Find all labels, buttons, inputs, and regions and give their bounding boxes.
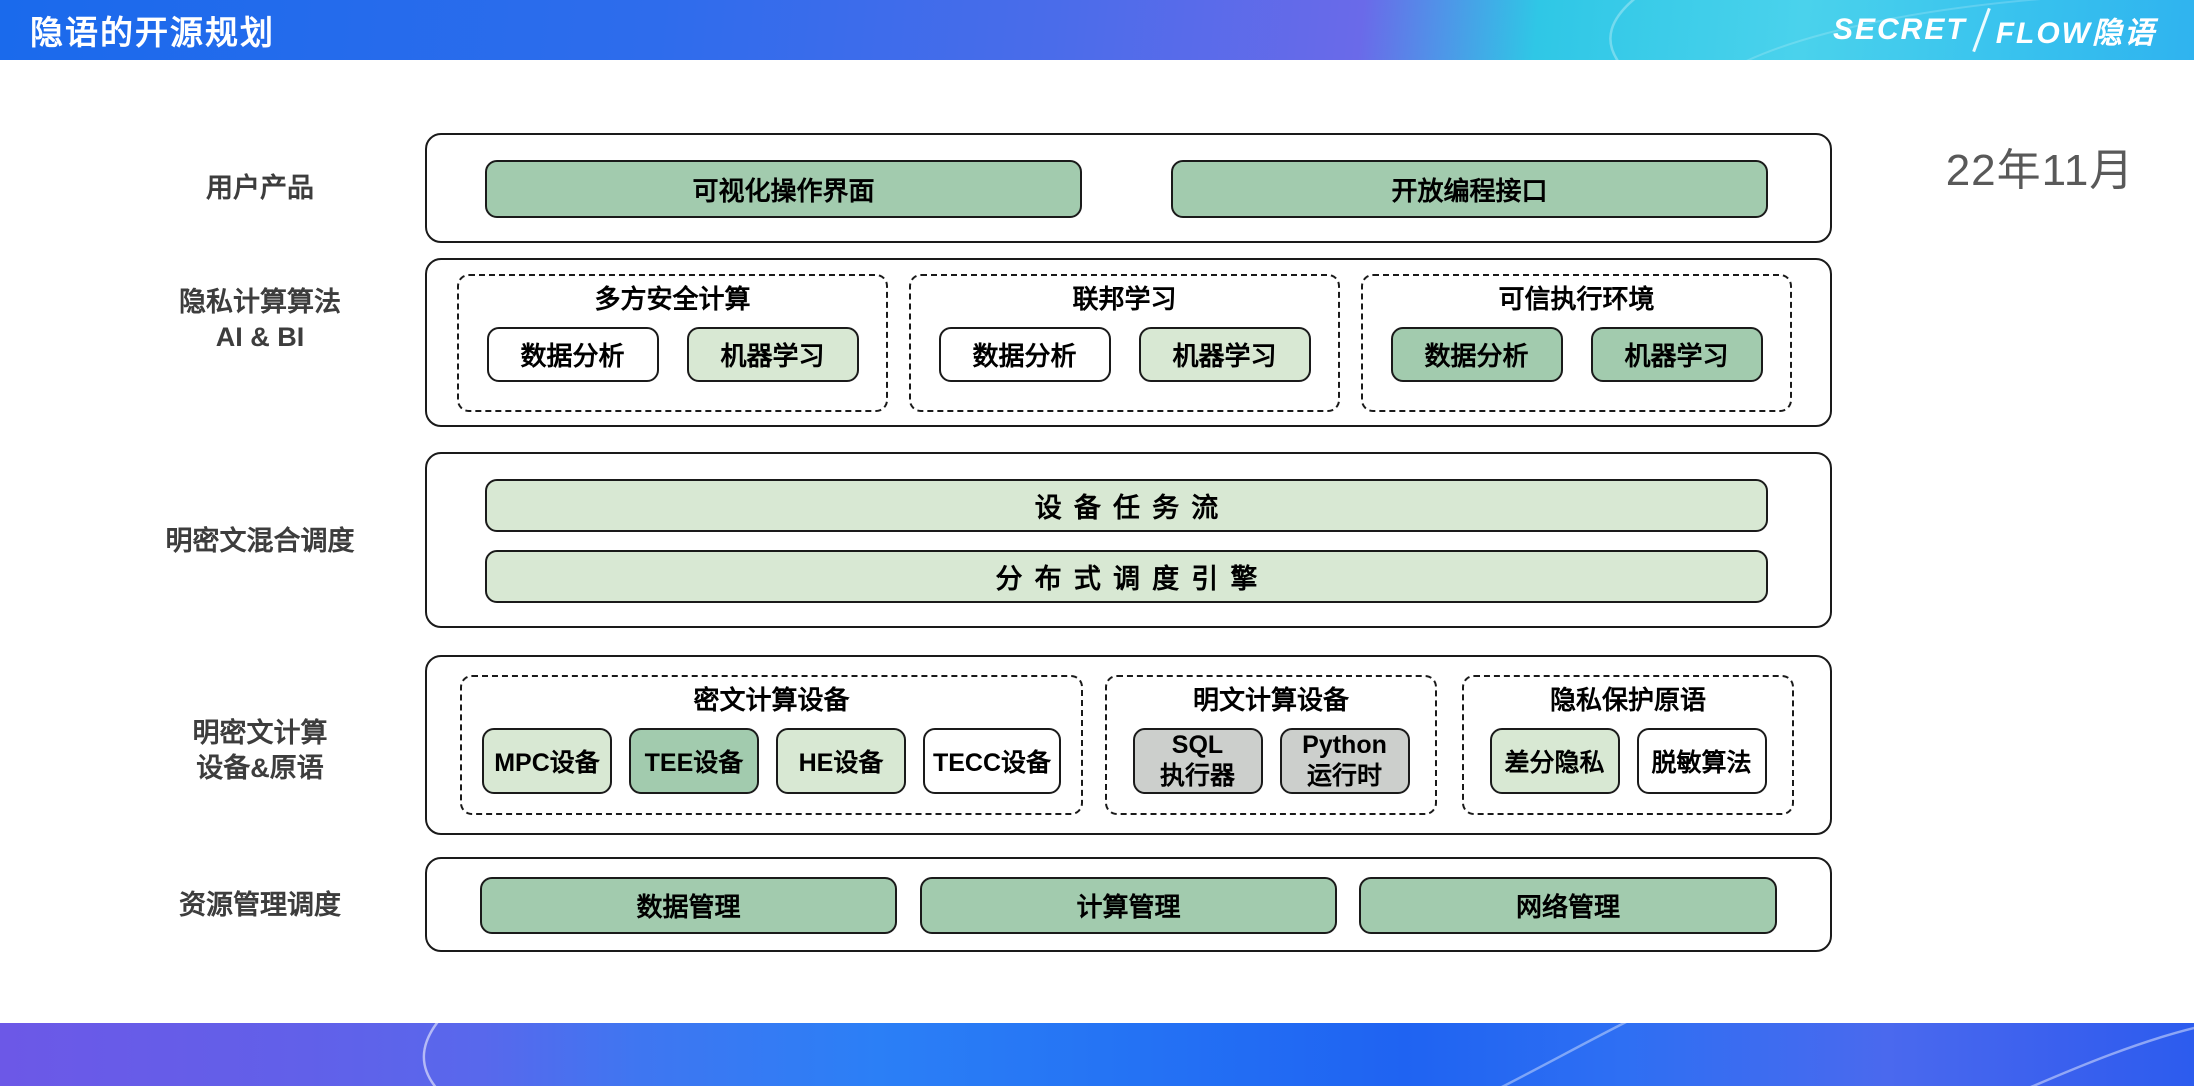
group-federated-learning: 联邦学习 数据分析 机器学习 [909,274,1340,412]
box-compute-management: 计算管理 [920,877,1337,934]
layer-resource-management: 数据管理 计算管理 网络管理 [425,857,1832,952]
bar-distributed-scheduling-engine: 分布式调度引擎 [485,550,1768,603]
box-fl-data-analysis: 数据分析 [938,327,1111,382]
layer-devices-primitives: 密文计算设备 MPC设备 TEE设备 HE设备 TECC设备 明文计算设备 SQ… [425,655,1832,835]
box-mpc-machine-learning: 机器学习 [686,327,859,382]
layer-user-products: 可视化操作界面 开放编程接口 [425,133,1832,243]
box-he-device: HE设备 [775,728,906,794]
layer-mixed-scheduling: 设备任务流 分布式调度引擎 [425,452,1832,628]
group-privacy-primitives: 隐私保护原语 差分隐私 脱敏算法 [1462,675,1794,815]
footer-decorative-curves [422,1023,2194,1086]
box-mpc-data-analysis: 数据分析 [486,327,659,382]
box-label-line: SQL [1171,731,1224,759]
logo-flow-text: FLOW隐语 [1995,17,2156,50]
box-data-management: 数据管理 [480,877,897,934]
box-sql-executor: SQL 执行器 [1132,728,1263,794]
group-title-ciphertext-devices: 密文计算设备 [693,685,850,715]
group-plaintext-devices: 明文计算设备 SQL 执行器 Python 运行时 [1105,675,1437,815]
box-label-line: 执行器 [1159,762,1235,790]
group-buttons: SQL 执行器 Python 运行时 [1132,728,1410,794]
group-title-tee: 可信执行环境 [1498,284,1655,314]
date-label: 22年11月 [1945,146,2135,195]
group-trusted-execution-environment: 可信执行环境 数据分析 机器学习 [1361,274,1792,412]
layer-privacy-algorithms: 多方安全计算 数据分析 机器学习 联邦学习 数据分析 机器学习 可信执行环境 数… [425,258,1832,427]
box-mpc-device: MPC设备 [481,728,612,794]
group-title-fl: 联邦学习 [1072,284,1177,314]
group-buttons: 数据分析 机器学习 [938,327,1311,382]
group-secure-multiparty-computation: 多方安全计算 数据分析 机器学习 [457,274,888,412]
row-label-line: 隐私计算算法 [179,287,341,317]
group-title-plaintext-devices: 明文计算设备 [1192,685,1349,715]
group-title-privacy-primitives: 隐私保护原语 [1549,685,1706,715]
box-open-programming-api: 开放编程接口 [1171,160,1768,218]
box-label-line: Python [1302,731,1387,759]
row-label-user-products: 用户产品 [206,173,314,203]
row-label-resource-management: 资源管理调度 [179,890,341,920]
group-title-mpc: 多方安全计算 [594,284,751,314]
logo-slash-divider [1971,7,1991,53]
header-bar: 隐语的开源规划 SECRET FLOW隐语 [0,0,2194,60]
group-buttons: 数据分析 机器学习 [1390,327,1763,382]
box-network-management: 网络管理 [1359,877,1777,934]
box-desensitization-algorithm: 脱敏算法 [1636,728,1767,794]
box-label-line: 运行时 [1306,762,1382,790]
group-buttons: MPC设备 TEE设备 HE设备 TECC设备 [481,728,1062,794]
row-label-line: 设备&原语 [196,753,324,783]
box-fl-machine-learning: 机器学习 [1138,327,1311,382]
group-buttons: 数据分析 机器学习 [486,327,859,382]
row-label-devices-primitives: 明密文计算 设备&原语 [100,716,420,786]
box-tee-data-analysis: 数据分析 [1390,327,1563,382]
row-label-mixed-scheduling: 明密文混合调度 [165,526,355,556]
bar-device-task-flow: 设备任务流 [485,479,1768,532]
secretflow-logo: SECRET FLOW隐语 [1833,7,2156,53]
box-differential-privacy: 差分隐私 [1489,728,1620,794]
group-buttons: 差分隐私 脱敏算法 [1489,728,1767,794]
box-python-runtime: Python 运行时 [1279,728,1410,794]
box-tee-device: TEE设备 [628,728,759,794]
footer-band [0,1023,2194,1086]
row-label-privacy-algorithms: 隐私计算算法 AI & BI [100,285,420,355]
box-visual-operation-interface: 可视化操作界面 [485,160,1082,218]
box-tee-machine-learning: 机器学习 [1590,327,1763,382]
group-ciphertext-devices: 密文计算设备 MPC设备 TEE设备 HE设备 TECC设备 [460,675,1083,815]
page-title: 隐语的开源规划 [30,14,275,51]
row-label-line: 明密文计算 [192,718,328,748]
row-label-line: AI & BI [215,322,305,352]
logo-secret-text: SECRET [1833,13,1967,46]
box-tecc-device: TECC设备 [922,728,1062,794]
